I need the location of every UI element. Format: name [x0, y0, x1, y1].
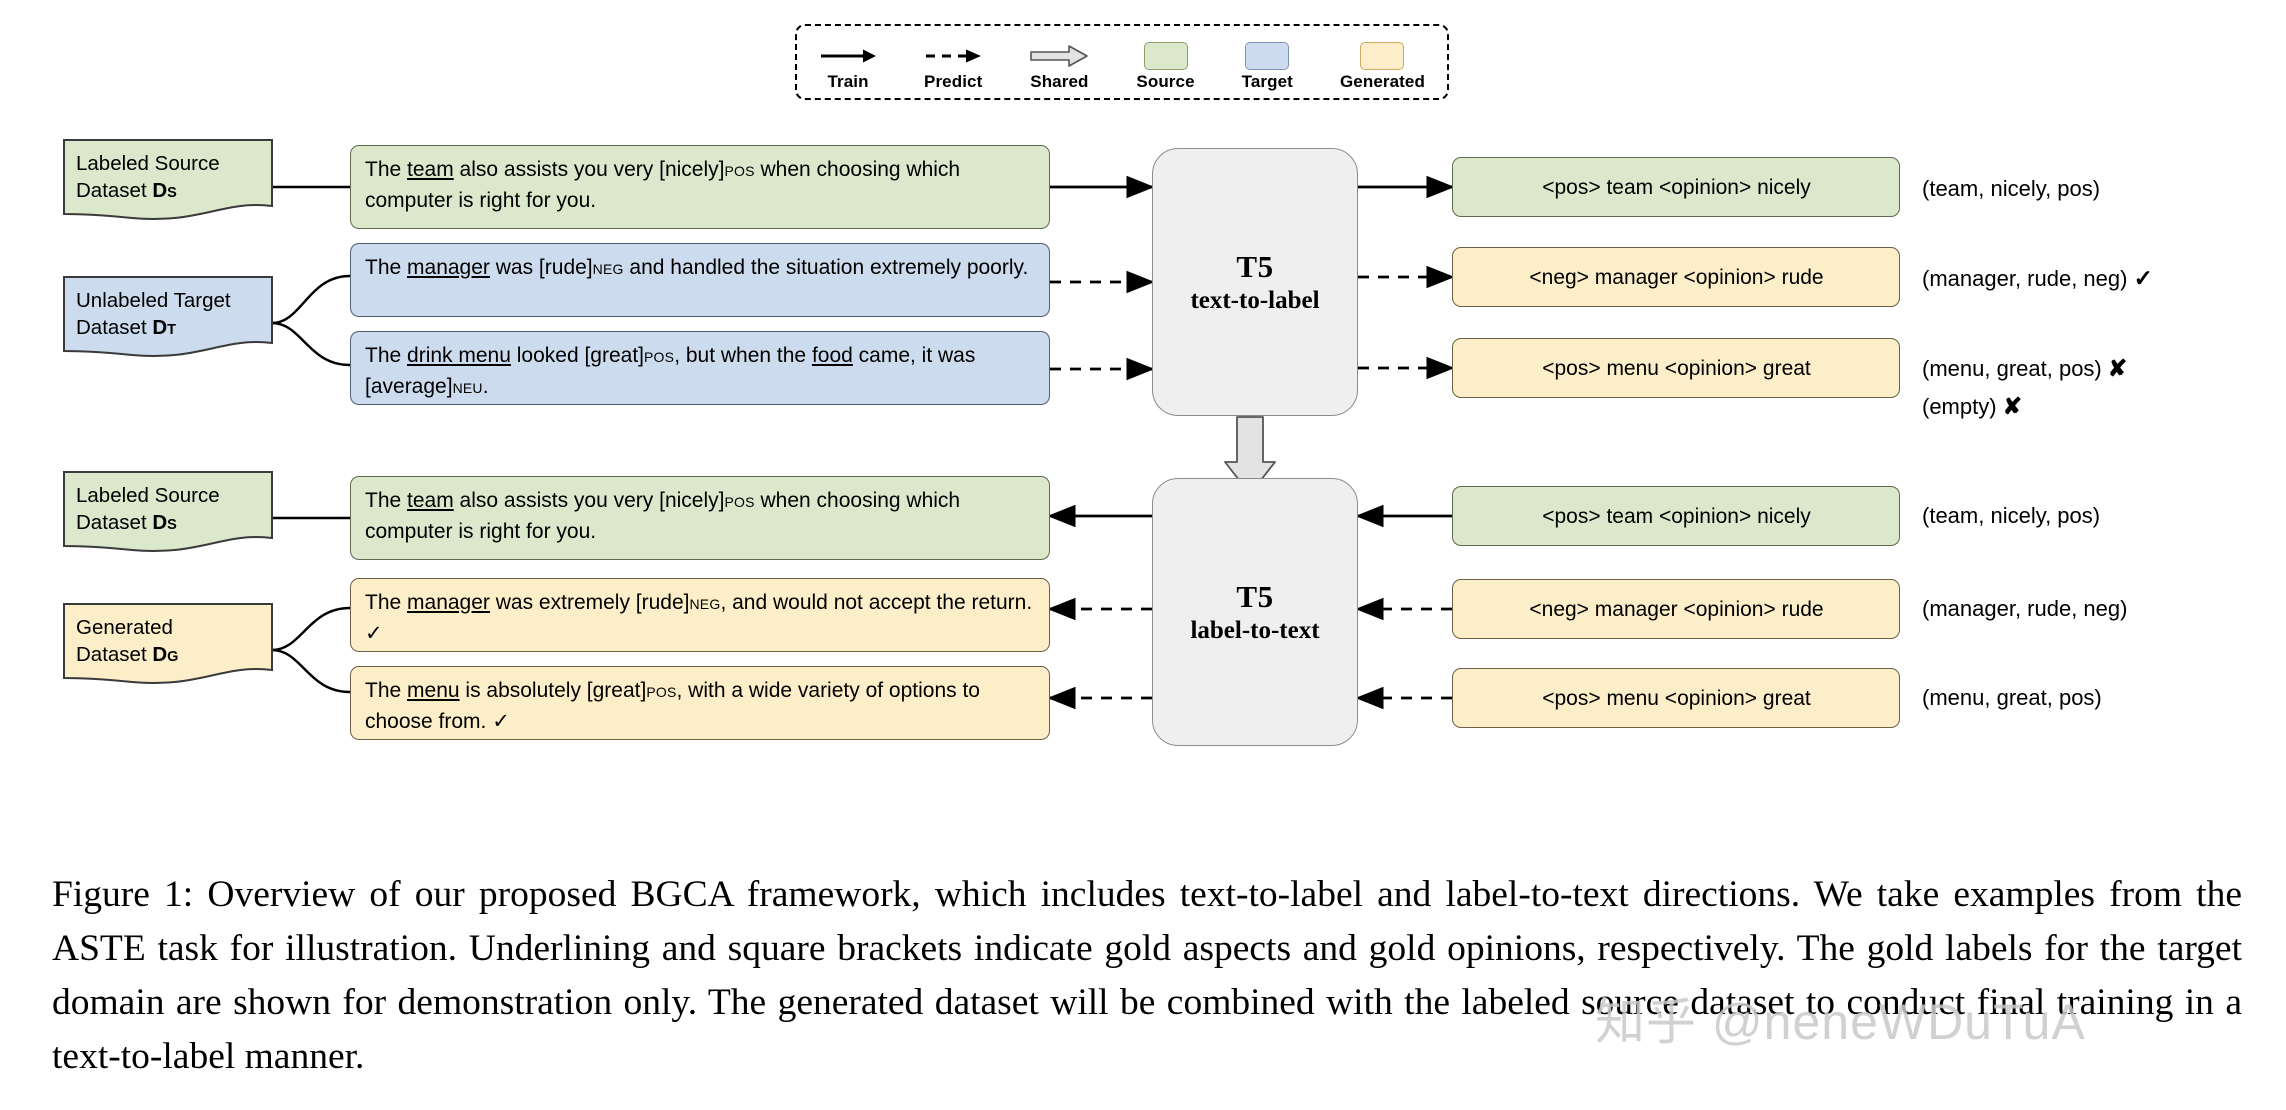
- module-name: T5: [1236, 579, 1274, 614]
- dataset-label: Labeled Source Dataset DS: [76, 152, 220, 202]
- green-swatch-icon: [1143, 42, 1188, 70]
- module-t5-label-to-text: T5 label-to-text: [1152, 478, 1358, 746]
- dataset-box-generated: Generated Dataset DG: [62, 602, 274, 688]
- tuple-annotation-bottom-1: (team, nicely, pos): [1922, 503, 2101, 528]
- output-text: <neg> manager <opinion> rude: [1529, 265, 1824, 289]
- legend-panel: Train Predict Shared Source Target: [795, 24, 1449, 100]
- dataset-box-labeled-source-bottom: Labeled Source Dataset DS: [62, 470, 274, 556]
- dataset-label: Unlabeled Target Dataset DT: [76, 289, 231, 339]
- output-box-generated-menu-top: <pos> menu <opinion> great: [1452, 338, 1900, 398]
- tuple-annotation-bottom-2: (manager, rude, neg): [1922, 596, 2128, 621]
- tuple-annotation-top-1: (team, nicely, pos): [1922, 176, 2101, 201]
- legend-label: Target: [1241, 72, 1293, 91]
- module-t5-text-to-label: T5 text-to-label: [1152, 148, 1358, 416]
- dataset-label: Generated Dataset DG: [76, 616, 179, 666]
- output-box-generated-manager-bottom: <neg> manager <opinion> rude: [1452, 579, 1900, 639]
- legend-item-shared: Shared: [1029, 43, 1089, 92]
- legend-item-train: Train: [819, 43, 877, 92]
- legend-label: Train: [827, 72, 869, 91]
- legend-label: Predict: [924, 72, 983, 91]
- figure-caption: Figure 1: Overview of our proposed BGCA …: [52, 874, 2242, 1077]
- sentence-box-generated-2: The menu is absolutely [great]POS, with …: [350, 666, 1050, 740]
- legend-item-source: Source: [1136, 42, 1195, 92]
- output-text: <pos> team <opinion> nicely: [1542, 175, 1811, 199]
- status-mark-cross: ✘: [2002, 393, 2022, 419]
- solid-arrow-icon: [819, 43, 877, 69]
- output-text: <pos> menu <opinion> great: [1542, 356, 1811, 380]
- legend-label: Generated: [1339, 72, 1425, 91]
- module-name: T5: [1236, 249, 1274, 284]
- legend-label: Shared: [1030, 72, 1089, 91]
- output-box-source-top: <pos> team <opinion> nicely: [1452, 157, 1900, 217]
- tuple-annotation-top-2: (manager, rude, neg) ✓: [1922, 265, 2153, 291]
- status-mark-check: ✓: [2133, 265, 2153, 291]
- sentence-box-target-2: The drink menu looked [great]POS, but wh…: [350, 331, 1050, 405]
- legend-item-target: Target: [1241, 42, 1293, 92]
- status-mark-cross: ✘: [2107, 355, 2128, 381]
- module-direction: label-to-text: [1190, 617, 1320, 644]
- output-text: <pos> menu <opinion> great: [1542, 686, 1811, 710]
- dataset-box-unlabeled-target: Unlabeled Target Dataset DT: [62, 275, 274, 361]
- output-box-generated-manager-top: <neg> manager <opinion> rude: [1452, 247, 1900, 307]
- output-text: <neg> manager <opinion> rude: [1529, 597, 1824, 621]
- output-box-source-bottom: <pos> team <opinion> nicely: [1452, 486, 1900, 546]
- output-text: <pos> team <opinion> nicely: [1542, 504, 1811, 528]
- legend-item-generated: Generated: [1339, 42, 1425, 92]
- module-direction: text-to-label: [1190, 287, 1320, 314]
- blue-swatch-icon: [1245, 42, 1290, 70]
- legend-item-predict: Predict: [924, 43, 982, 92]
- dataset-box-labeled-source-top: Labeled Source Dataset DS: [62, 138, 274, 224]
- dashed-arrow-icon: [924, 43, 982, 69]
- legend-label: Source: [1136, 72, 1195, 91]
- tuple-annotation-top-3: (menu, great, pos) ✘: [1922, 355, 2128, 381]
- yellow-swatch-icon: [1360, 42, 1405, 70]
- output-box-generated-menu-bottom: <pos> menu <opinion> great: [1452, 668, 1900, 728]
- dataset-label: Labeled Source Dataset DS: [76, 484, 220, 534]
- tuple-annotation-bottom-3: (menu, great, pos): [1922, 685, 2102, 710]
- tuple-annotation-top-4: (empty) ✘: [1922, 393, 2022, 419]
- block-arrow-icon: [1029, 43, 1089, 69]
- sentence-box-generated-1: The manager was extremely [rude]NEG, and…: [350, 578, 1050, 652]
- sentence-box-source-bottom: The team also assists you very [nicely]P…: [350, 476, 1050, 560]
- sentence-box-source-top: The team also assists you very [nicely]P…: [350, 145, 1050, 229]
- sentence-box-target-1: The manager was [rude]NEG and handled th…: [350, 243, 1050, 317]
